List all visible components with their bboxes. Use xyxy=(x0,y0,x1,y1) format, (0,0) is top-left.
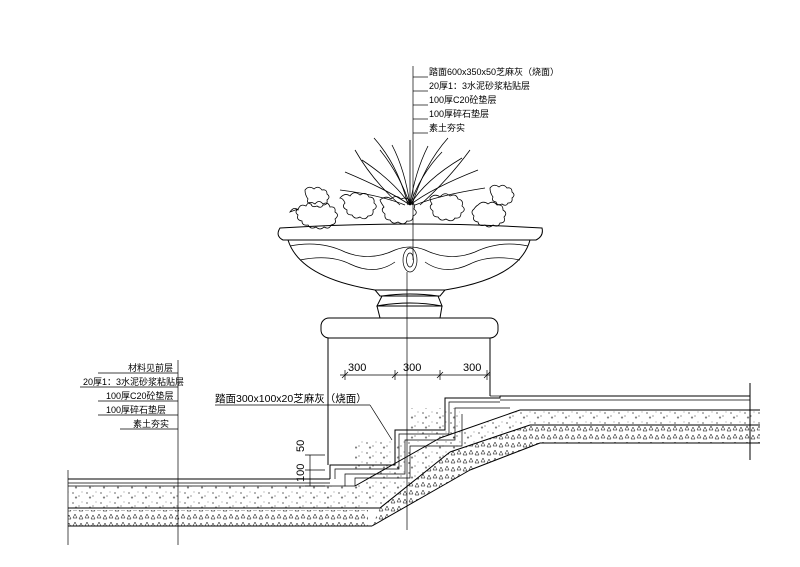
top-callout: 踏面600x350x50芝麻灰（烧面） 20厚1：3水泥砂浆粘贴层 100厚C2… xyxy=(412,66,559,260)
dim-50: 50 xyxy=(295,440,307,452)
dimension-horizontal-texts: 300 300 300 xyxy=(348,362,481,374)
plant-grass-blades xyxy=(339,137,486,206)
dim-300-a: 300 xyxy=(348,362,366,374)
dimension-lines xyxy=(305,272,491,530)
ground-layers-left xyxy=(68,478,380,527)
top-callout-line-4: 100厚碎石垫层 xyxy=(429,108,489,119)
step-label: 踏面300x100x20芝麻灰（烧面） xyxy=(215,392,367,405)
left-callout-line-5: 素土夯实 xyxy=(133,418,169,429)
left-callout-line-4: 100厚碎石垫层 xyxy=(106,404,166,415)
left-callout: 材料见前层 20厚1：3水泥砂浆粘贴层 100厚C20砼垫层 100厚碎石垫层 … xyxy=(67,360,184,545)
planter-pedestal xyxy=(320,317,500,465)
dim-300-c: 300 xyxy=(463,362,481,374)
stairs xyxy=(329,396,510,486)
top-callout-line-2: 20厚1：3水泥砂浆粘贴层 xyxy=(429,80,530,91)
top-callout-line-3: 100厚C20砼垫层 xyxy=(429,94,497,105)
ground-layers-slope xyxy=(354,383,760,527)
dim-300-b: 300 xyxy=(403,362,421,374)
top-callout-line-5: 素土夯实 xyxy=(429,122,465,133)
left-callout-line-3: 100厚C20砼垫层 xyxy=(106,390,174,401)
planter-bowl xyxy=(277,223,543,319)
left-callout-line-1: 材料见前层 xyxy=(128,362,173,373)
plant-foliage xyxy=(288,184,515,230)
dim-100: 100 xyxy=(295,464,307,482)
step-callout: 踏面300x100x20芝麻灰（烧面） xyxy=(215,392,393,441)
top-callout-line-1: 踏面600x350x50芝麻灰（烧面） xyxy=(429,66,559,77)
left-callout-line-2: 20厚1：3水泥砂浆粘贴层 xyxy=(83,376,184,387)
